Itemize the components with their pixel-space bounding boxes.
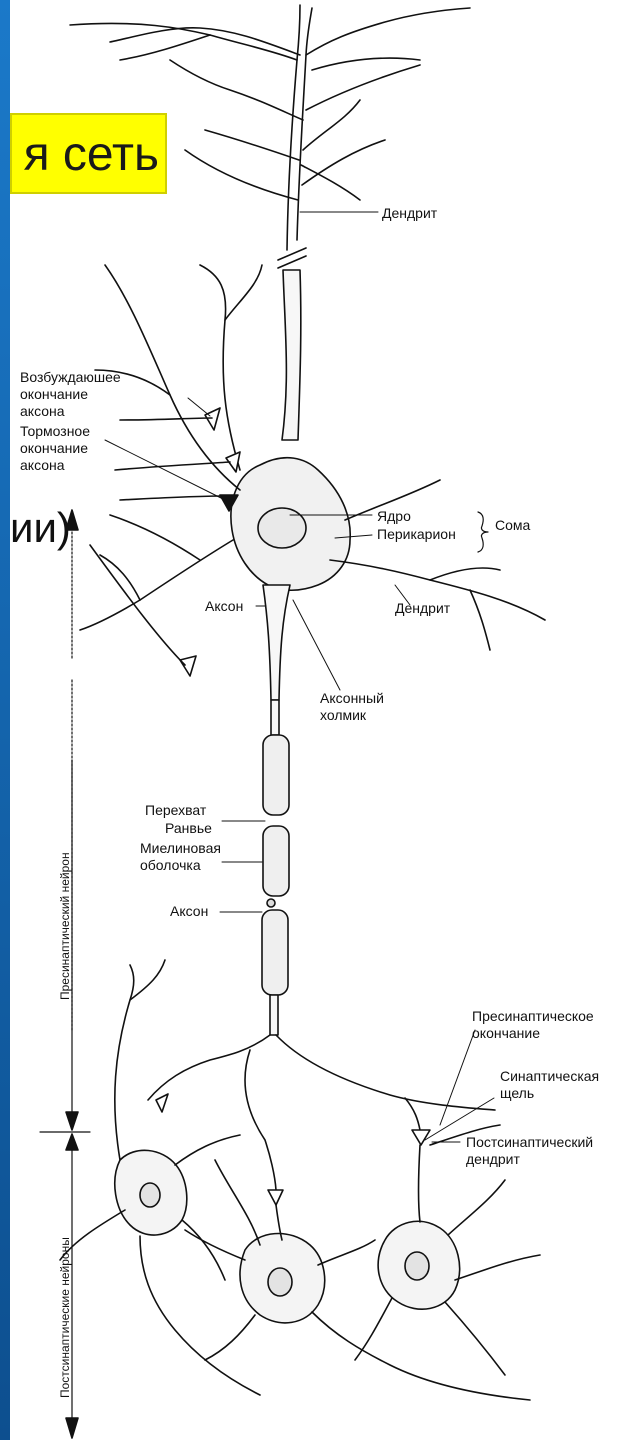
label-excitatory-3: аксона [20,403,65,419]
presynaptic-ending-3 [412,1130,430,1145]
presynaptic-ending-2 [268,1190,283,1205]
label-dendrite-top: Дендрит [382,205,437,221]
myelin-segment-1 [263,735,289,815]
basal-dendrites [80,265,545,650]
label-axon-2: Аксон [170,903,208,919]
nucleus [258,508,306,548]
label-ranvier-2: Ранвье [165,820,212,836]
excitatory-terminal-1 [205,408,220,430]
label-axon-hillock-1: Аксонный [320,690,384,706]
label-nucleus: Ядро [377,508,411,524]
apical-trunk [282,270,301,440]
label-postsyn-dendrite-1: Постсинаптический [466,1134,593,1150]
myelin-segment-3 [262,910,288,995]
label-presynaptic-neuron: Пресинаптический нейрон [58,852,72,1000]
label-myelin-2: оболочка [140,857,201,873]
label-presyn-ending-1: Пресинаптическое [472,1008,594,1024]
slide-edge-strip [0,0,10,1440]
axon-hillock [263,585,290,700]
trunk-break-mark [278,248,306,268]
label-ranvier-1: Перехват [145,802,206,818]
soma-brace [478,512,488,552]
label-cleft-2: щель [500,1085,534,1101]
slide-title-fragment: я сеть [24,129,159,181]
label-cleft-1: Синаптическая [500,1068,599,1084]
label-excitatory-2: окончание [20,386,88,402]
label-excitatory-1: Возбуждаюшее [20,369,121,385]
label-inhibitory-3: аксона [20,457,65,473]
axon-segment-1 [271,700,279,735]
label-dendrite-right: Дендрит [395,600,450,616]
label-postsyn-dendrite-2: дендрит [466,1151,520,1167]
excitatory-terminal-3 [180,656,196,676]
label-inhibitory-1: Тормозное [20,423,90,439]
label-axon-hillock-2: холмик [320,707,366,723]
label-axon-1: Аксон [205,598,243,614]
axon-segment-2 [270,995,278,1035]
slide-title-box: я сеть [10,113,167,194]
label-soma: Сома [495,517,530,533]
label-perikaryon: Перикарион [377,526,456,542]
postsyn-dimension-line [66,1134,78,1150]
slide-body-fragment: ии) [10,505,71,551]
label-myelin-1: Миелиновая [140,840,221,856]
node-of-ranvier [267,899,275,907]
myelin-segment-2 [263,826,289,896]
label-presyn-ending-2: окончание [472,1025,540,1041]
axon-collaterals [148,1035,495,1190]
presynaptic-ending-1 [156,1094,168,1112]
label-postsynaptic-neurons: Постсинаптические нейроны [58,1237,72,1398]
label-inhibitory-2: окончание [20,440,88,456]
